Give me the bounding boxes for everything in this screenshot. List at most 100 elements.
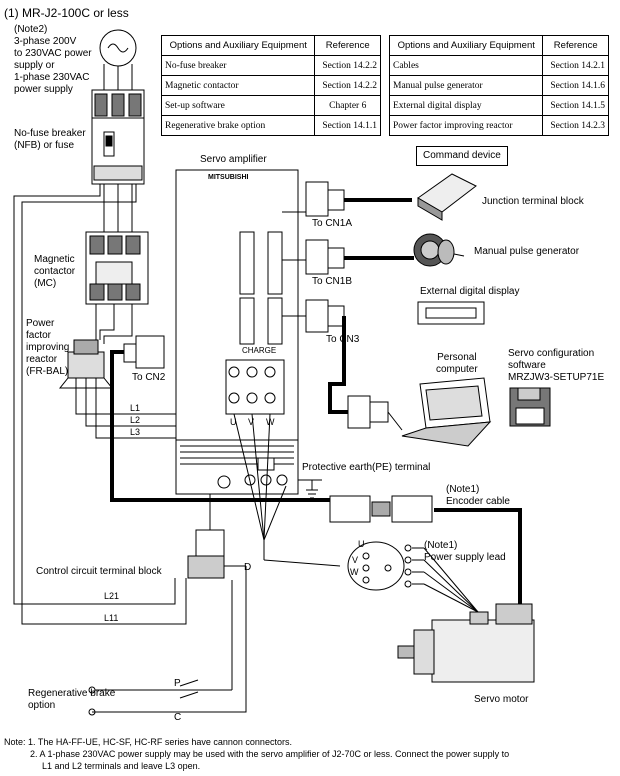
control-circuit-terminal-block-label: Control circuit terminal block [36,566,162,577]
mc-label-line: Magnetic [34,254,75,265]
junction-terminal-block-icon [417,173,477,221]
servo-config-line: software [508,360,546,371]
note-1: 1. The HA-FF-UE, HC-SF, HC-RF series hav… [28,737,292,747]
no-fuse-breaker-icon [91,89,145,185]
power-supply-text: 3-phase 200V to 230VAC power supply or 1… [14,36,92,96]
c-label: C [174,712,182,723]
p-label: P [174,678,181,689]
regenerative-brake-line: option [28,700,56,711]
personal-computer-line: Personal [437,352,477,363]
control-circuit-terminal-block-icon [92,529,247,713]
regenerative-brake-line: Regenerative brake [28,688,116,699]
cable-connector-icon [123,181,389,429]
nfb-label-line: (NFB) or fuse [14,140,75,151]
pfr-label-line: improving [26,342,70,353]
power-lead-v-label: V [352,555,359,565]
table-row: Set-up software Chapter 6 [160,95,381,116]
encoder-cable-line: (Note1) [446,484,480,495]
reference-table-right: Options and Auxiliary Equipment Referenc… [388,35,609,136]
u-terminal-label: U [230,417,237,427]
pfr-label: Power factor improving reactor (FR-BAL) [26,318,69,378]
table-cell: Section 14.1.1 [314,115,381,136]
servo-amplifier-label: Servo amplifier [200,154,267,165]
mitsubishi-logo: MITSUBISHI [208,174,249,181]
pfr-label-line: factor [26,330,52,341]
charge-label: CHARGE [242,346,277,355]
personal-computer-label: Personal computer [436,352,478,376]
floppy-disk-icon [509,387,551,427]
l2-label: L2 [130,415,141,425]
table-row: Power factor improving reactor Section 1… [388,115,609,136]
external-display-icon [417,301,485,325]
pfr-label-line: (FR-BAL) [26,366,69,377]
l21-label: L21 [104,591,120,601]
l11-label: L11 [104,613,119,623]
personal-computer-line: computer [436,364,478,375]
pfr-label-line: reactor [26,354,58,365]
to-cn1b-label: To CN1B [312,276,353,287]
table-row: No-fuse breaker Section 14.2.2 [160,55,381,76]
note-prefix: Note: [4,737,26,747]
reactor-icon [58,339,114,389]
ac-source-icon [99,29,137,90]
d-label: D [244,562,252,573]
table-cell: Section 14.1.6 [542,75,609,96]
note-line: L1 and L2 terminals and leave L3 open. [42,761,201,771]
table-row: Manual pulse generator Section 14.1.6 [388,75,609,96]
manual-pulse-generator-label: Manual pulse generator [474,246,580,257]
junction-terminal-block-label: Junction terminal block [482,196,584,207]
to-cn1a-label: To CN1A [312,218,353,229]
reference-table-left: Options and Auxiliary Equipment Referenc… [160,35,381,136]
mc-label: Magnetic contactor (MC) [34,254,75,290]
servo-amplifier-body [175,169,299,495]
table-cell: Section 14.1.5 [542,95,609,116]
command-device-box: Command device [416,146,508,166]
power-lead-u-label: U [358,539,365,549]
to-cn2-label: To CN2 [132,372,166,383]
mc-label-line: (MC) [34,278,57,289]
servo-config-software-label: Servo configuration software MRZJW3-SETU… [508,348,604,384]
regenerative-brake-label: Regenerative brake option [28,688,115,712]
power-supply-line: power supply [14,84,73,95]
nfb-label-line: No-fuse breaker [14,128,86,139]
l1-label: L1 [130,403,141,413]
power-supply-lead-line: (Note1) [424,540,458,551]
encoder-cable-icon [329,495,433,523]
nfb-label: No-fuse breaker (NFB) or fuse [14,128,86,152]
power-supply-line: to 230VAC power [14,48,92,59]
external-display-label: External digital display [420,286,520,297]
power-supply-lead-icon [263,541,424,591]
power-supply-line: 1-phase 230VAC [14,72,90,83]
power-supply-lead-line: Power supply lead [424,552,506,563]
manual-pulse-generator-icon [413,233,465,267]
protective-earth-label: Protective earth(PE) terminal [302,462,431,473]
table-cell: Power factor improving reactor [388,115,544,136]
v-terminal-label: V [248,417,255,427]
power-lead-w-label: W [350,567,359,577]
encoder-cable-label: (Note1) Encoder cable [446,484,510,508]
note2-label: (Note2) [14,24,48,35]
table-cell: Section 14.2.3 [542,115,609,136]
regenerative-brake-wires [88,580,233,716]
power-supply-line: supply or [14,60,55,71]
servo-config-line: Servo configuration [508,348,595,359]
servo-motor-label: Servo motor [474,694,529,705]
table-row: Regenerative brake option Section 14.1.1 [160,115,381,136]
w-terminal-label: W [266,417,275,427]
power-supply-lead-label: (Note1) Power supply lead [424,540,506,564]
page-title: (1) MR-J2-100C or less [4,6,129,20]
power-supply-line: 3-phase 200V [14,36,77,47]
notes-block: Note: 1. The HA-FF-UE, HC-SF, HC-RF seri… [4,736,616,772]
magnetic-contactor-icon [85,231,149,305]
servo-motor-icon [397,547,535,683]
l3-label: L3 [130,427,141,437]
note-line: 2. A 1-phase 230VAC power supply may be … [30,749,510,759]
to-cn3-label: To CN3 [326,334,360,345]
servo-config-line: MRZJW3-SETUP71E [508,372,605,383]
command-device-label: Command device [423,150,501,161]
table-cell: Regenerative brake option [160,115,316,136]
mc-label-line: contactor [34,266,76,277]
pfr-label-line: Power [26,318,55,329]
encoder-cable-line: Encoder cable [446,496,510,507]
